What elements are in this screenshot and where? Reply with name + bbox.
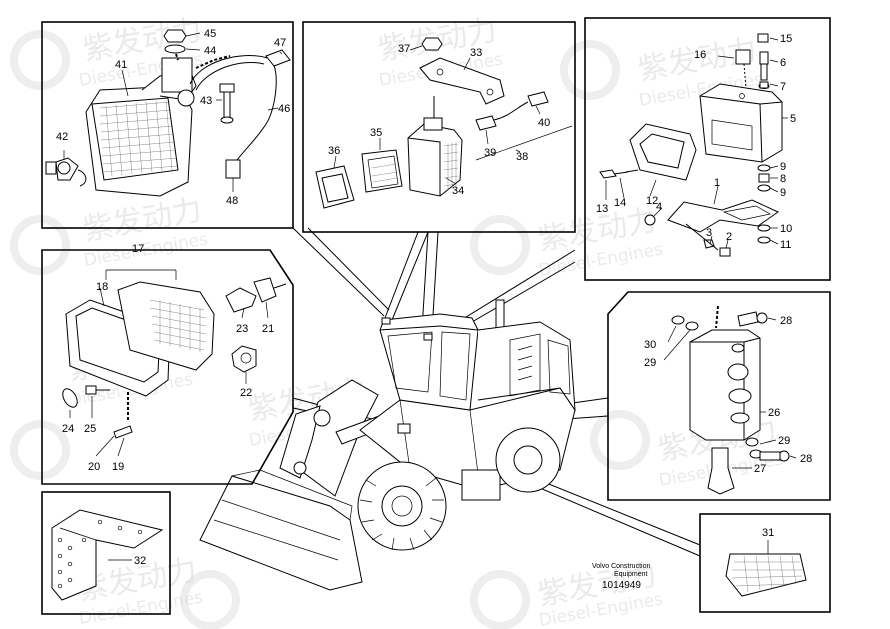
callout-8: 8 xyxy=(780,173,786,185)
callout-4: 4 xyxy=(656,201,662,213)
callout-6: 6 xyxy=(780,57,786,69)
callout-24: 24 xyxy=(62,423,74,435)
callout-39: 39 xyxy=(484,147,496,159)
callout-38: 38 xyxy=(516,151,528,163)
callout-43: 43 xyxy=(200,95,212,107)
callout-44: 44 xyxy=(204,45,216,57)
caption-company-line1: Volvo Construction xyxy=(592,563,650,570)
callout-40: 40 xyxy=(538,117,550,129)
mounting-holes xyxy=(57,519,143,589)
detail-box-reflector: 31 xyxy=(699,513,831,613)
callout-12: 12 xyxy=(646,195,658,207)
callout-9a: 9 xyxy=(780,161,786,173)
detail-box-plate: 32 xyxy=(41,491,171,615)
callout-29b: 29 xyxy=(778,435,790,447)
detail-box-side-lamp: 28 30 29 26 29 28 27 xyxy=(607,291,831,501)
callout-10: 10 xyxy=(780,223,792,235)
callout-2: 2 xyxy=(726,231,732,243)
callout-21: 21 xyxy=(262,323,274,335)
callout-31: 31 xyxy=(762,527,774,539)
detail-box-light-bracket: 15 16 6 7 5 9 8 9 10 11 1 12 14 13 4 3 2 xyxy=(584,17,831,281)
drawing-number: 1014949 xyxy=(602,580,641,591)
callout-20: 20 xyxy=(88,461,100,473)
callout-22: 22 xyxy=(240,387,252,399)
callout-1: 1 xyxy=(714,177,720,189)
detail-box-cab-light: 37 33 34 35 36 39 40 38 xyxy=(302,21,576,233)
callout-23: 23 xyxy=(236,323,248,335)
callout-5: 5 xyxy=(790,113,796,125)
callout-26: 26 xyxy=(768,407,780,419)
callout-14: 14 xyxy=(614,197,626,209)
callout-34: 34 xyxy=(452,185,464,197)
wheel-loader-illustration xyxy=(199,299,576,591)
detail-box-headlamp: 17 18 23 21 22 24 25 20 19 xyxy=(41,243,294,485)
callout-3: 3 xyxy=(706,227,712,239)
callout-11: 11 xyxy=(780,239,791,251)
callout-28b: 28 xyxy=(800,453,812,465)
callout-37: 37 xyxy=(398,43,410,55)
drawing-caption: Volvo Construction Equipment 1014949 xyxy=(592,563,650,591)
callout-32: 32 xyxy=(134,555,146,567)
callout-15: 15 xyxy=(780,33,792,45)
callout-45: 45 xyxy=(204,28,216,40)
callout-7: 7 xyxy=(780,81,786,93)
callout-41: 41 xyxy=(115,59,127,71)
callout-17: 17 xyxy=(132,243,144,255)
callout-28a: 28 xyxy=(780,315,792,327)
callout-13: 13 xyxy=(596,203,608,215)
callout-27: 27 xyxy=(754,463,766,475)
callout-46: 46 xyxy=(278,103,290,115)
callout-42: 42 xyxy=(56,131,68,143)
caption-company-line2: Equipment xyxy=(614,571,648,578)
callout-9b: 9 xyxy=(780,187,786,199)
callout-16: 16 xyxy=(694,49,706,61)
callout-25: 25 xyxy=(84,423,96,435)
watermark-logo-icon xyxy=(10,30,650,629)
callout-33: 33 xyxy=(470,47,482,59)
callout-48: 48 xyxy=(226,195,238,207)
callout-30: 30 xyxy=(644,339,656,351)
callout-35: 35 xyxy=(370,127,382,139)
callout-36: 36 xyxy=(328,145,340,157)
callout-29a: 29 xyxy=(644,357,656,369)
callout-18: 18 xyxy=(96,281,108,293)
detail-box-work-lamp: 41 42 43 44 45 46 47 48 xyxy=(41,21,294,229)
callout-19: 19 xyxy=(112,461,124,473)
callout-47: 47 xyxy=(274,37,286,49)
